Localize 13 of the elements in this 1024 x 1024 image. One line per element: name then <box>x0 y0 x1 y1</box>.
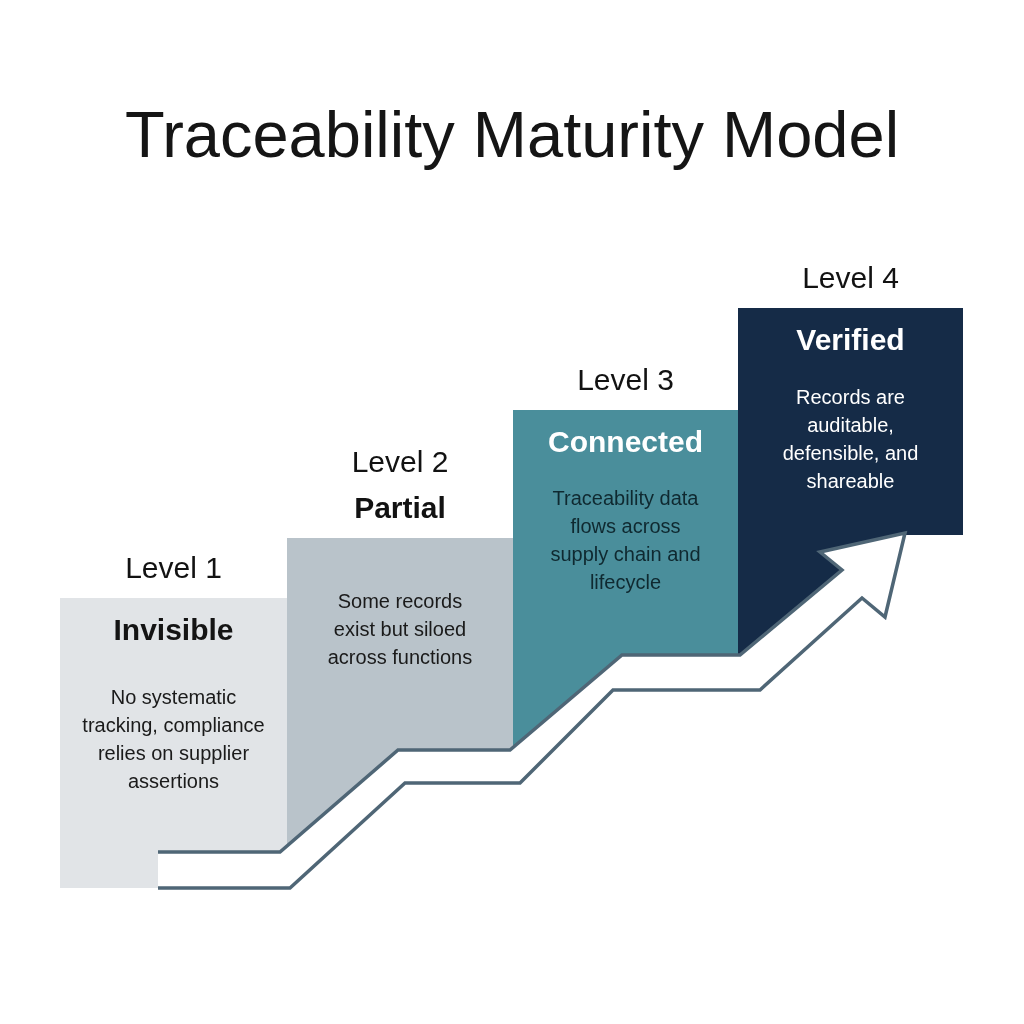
level-label: Level 3 <box>577 362 674 398</box>
level-description: No systematic tracking, compliance relies on supplier assertions <box>81 685 266 794</box>
level-label: Level 2 <box>351 444 449 480</box>
level-name: Verified <box>796 322 905 358</box>
level-name: Invisible <box>113 612 234 648</box>
level-label: Level 4 <box>802 260 899 296</box>
level-description: Traceability data flows across supply chain and lifecycle <box>549 486 702 595</box>
title: Traceability Maturity Model <box>124 97 900 173</box>
level-name: Connected <box>548 424 703 460</box>
level-description: Records are auditable, defensible, and shareable <box>781 385 920 494</box>
level-description: Some records exist but siloed across functions <box>326 589 474 670</box>
level-label: Level 1 <box>125 550 222 586</box>
level-name: Partial <box>354 490 446 526</box>
